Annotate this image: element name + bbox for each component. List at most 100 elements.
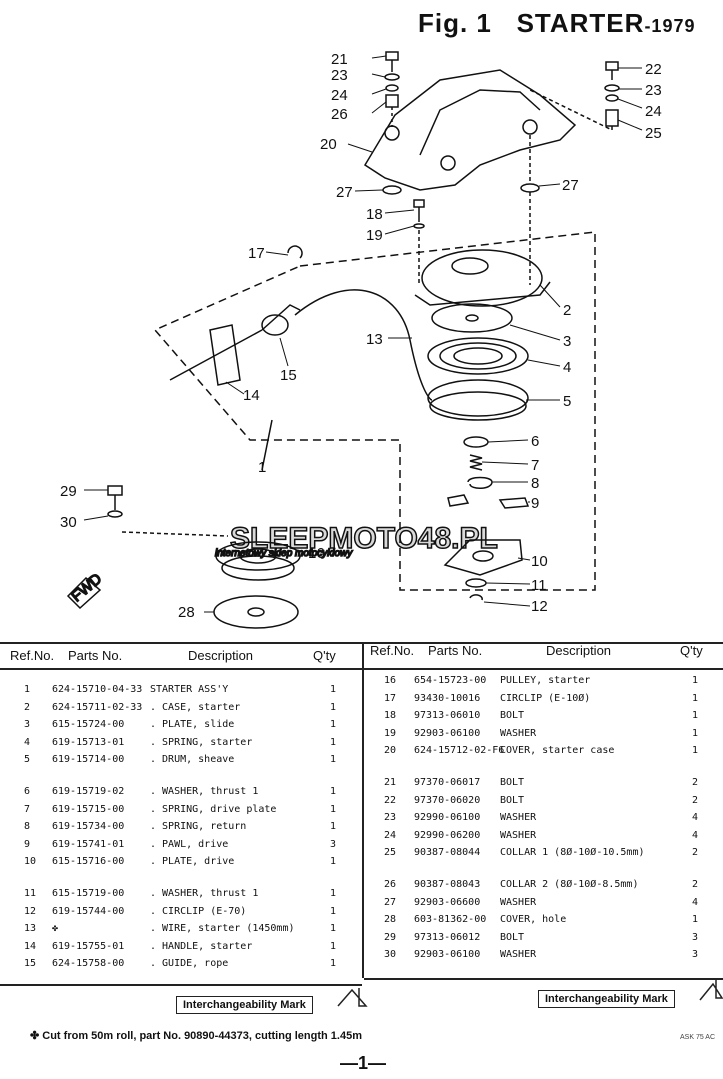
- drive-plate-spring-7: [469, 454, 483, 471]
- washer-24-left: [385, 84, 399, 92]
- cell-qty: 1: [330, 821, 337, 832]
- cell-part: 92990-06100: [414, 812, 481, 823]
- washer-23-left: [384, 73, 400, 81]
- cell-ref: 5: [24, 754, 31, 765]
- cell-desc: . SPRING, return: [150, 821, 247, 832]
- callout-23-left: 23: [331, 67, 348, 84]
- callout-19: 19: [366, 227, 383, 244]
- cell-ref: 23: [384, 812, 397, 823]
- callout-21: 21: [331, 51, 348, 68]
- bolt-21: [385, 51, 399, 61]
- cell-ref: 4: [24, 736, 31, 748]
- fwd-label: FWD: [68, 570, 105, 605]
- cell-qty: 2: [692, 777, 699, 788]
- bolt-29: [107, 485, 123, 496]
- starter-case-hub: [451, 257, 489, 275]
- cell-qty: 4: [692, 812, 699, 823]
- cell-qty: 4: [692, 829, 699, 841]
- cell-ref: 3: [24, 719, 31, 730]
- cover-hole-bottom: [440, 155, 456, 171]
- cell-desc: . WIRE, starter (1450mm): [150, 923, 295, 934]
- cell-desc: WASHER: [500, 812, 537, 823]
- interchange-mark-left: Interchangeability Mark: [176, 996, 313, 1014]
- hole-cover: [213, 595, 299, 629]
- starter-case: [421, 249, 543, 307]
- cell-qty: 1: [330, 803, 337, 815]
- thrust-washer-6: [463, 436, 489, 448]
- cell-desc: . PLATE, drive: [150, 856, 235, 867]
- table-bottom-rule-left: [0, 984, 362, 986]
- cell-ref: 14: [24, 940, 37, 952]
- callout-14: 14: [243, 387, 260, 404]
- cell-desc: WASHER: [500, 896, 537, 908]
- cell-qty: 1: [330, 856, 337, 867]
- interchange-arrows: [337, 980, 723, 1007]
- cell-part: 624-15712-02-F6: [414, 745, 505, 756]
- cell-qty: 2: [692, 847, 699, 858]
- cell-qty: 1: [692, 727, 699, 739]
- cell-ref: 25: [384, 847, 397, 858]
- callout-12: 12: [531, 598, 548, 615]
- starter-pulley: [215, 541, 301, 571]
- callout-11: 11: [531, 577, 547, 594]
- figure-year: -1979: [644, 16, 696, 36]
- drive-plate: [443, 539, 523, 576]
- col-ref-right: Ref.No.: [370, 643, 415, 658]
- callout-26: 26: [331, 106, 348, 123]
- cell-desc: BOLT: [500, 777, 525, 788]
- cell-desc: COVER, hole: [500, 914, 567, 925]
- callout-1: 1: [258, 459, 266, 476]
- starter-case-cover: [363, 69, 577, 191]
- circlip-12: [469, 594, 483, 601]
- cell-ref: 1: [24, 684, 31, 695]
- cell-part: 624-15710-04-33: [52, 684, 143, 695]
- cell-desc: PULLEY, starter: [500, 675, 591, 686]
- figure-name: STARTER: [516, 8, 645, 38]
- starter-spring: [427, 337, 529, 375]
- table-header-rule: [0, 668, 723, 670]
- handle-rope: [169, 329, 263, 381]
- circlip-17: [287, 245, 303, 259]
- cell-part: 619-15715-00: [52, 803, 125, 815]
- cell-ref: 27: [384, 896, 397, 908]
- cell-qty: 1: [330, 736, 337, 748]
- cell-desc: WASHER: [500, 949, 537, 960]
- cell-part: 619-15744-00: [52, 905, 125, 917]
- cell-desc: . SPRING, drive plate: [150, 803, 277, 815]
- col-ref-left: Ref.No.: [10, 648, 55, 663]
- cell-desc: . WASHER, thrust 1: [150, 888, 259, 899]
- callout-23-right: 23: [645, 82, 662, 99]
- watermark-text: SLEEPMOTO48.PL: [230, 522, 498, 555]
- cell-part: 624-15711-02-33: [52, 701, 143, 713]
- cell-part: 603-81362-00: [414, 914, 487, 925]
- bolt-22: [605, 61, 619, 71]
- callout-22: 22: [645, 61, 662, 78]
- cell-part: 619-15719-02: [52, 786, 125, 797]
- callout-24-left: 24: [331, 87, 348, 104]
- starter-pulley-lower: [221, 555, 295, 581]
- callout-3: 3: [563, 333, 571, 350]
- col-parts-left: Parts No.: [68, 648, 123, 663]
- callout-25: 25: [645, 125, 662, 142]
- rope-guide: [261, 314, 289, 336]
- cell-qty: 1: [692, 745, 699, 756]
- starter-wire: [294, 289, 433, 401]
- cell-ref: 13: [24, 923, 37, 934]
- callout-8: 8: [531, 475, 539, 492]
- callout-28: 28: [178, 604, 195, 621]
- callout-leaders: [83, 55, 643, 613]
- callout-24-right: 24: [645, 103, 662, 120]
- cell-ref: 24: [384, 829, 397, 841]
- thrust-washer-11: [465, 578, 487, 588]
- assembly-boundary: [153, 231, 596, 591]
- figure-number: Fig. 1: [418, 8, 492, 38]
- cell-part: 619-15714-00: [52, 754, 125, 765]
- callout-18: 18: [366, 206, 383, 223]
- footnote: ✤ Cut from 50m roll, part No. 90890-4437…: [30, 1030, 362, 1042]
- leader-assy-1: [261, 419, 273, 471]
- cell-desc: . CIRCLIP (E-70): [150, 905, 247, 917]
- cell-part: 619-15734-00: [52, 821, 125, 832]
- slide-plate: [431, 303, 513, 333]
- col-qty-left: Q'ty: [313, 648, 336, 663]
